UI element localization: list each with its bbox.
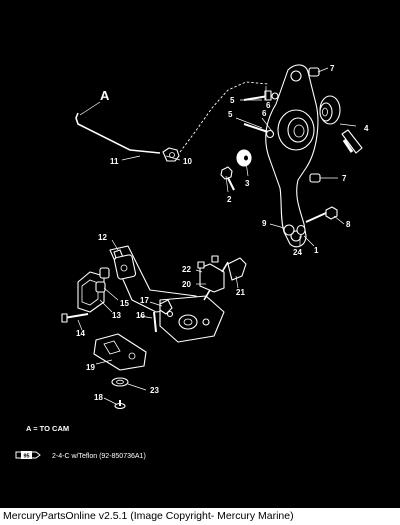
callout-23: 23 xyxy=(150,386,159,395)
parts-diagram: A 7 5 6 5 6 4 3 2 7 8 9 24 1 10 11 12 13… xyxy=(15,64,369,460)
leader-lines xyxy=(77,67,357,405)
copyright-footer: MercuryPartsOnline v2.5.1 (Image Copyrig… xyxy=(0,508,400,525)
callout-5-lower: 5 xyxy=(228,110,233,119)
bracket-part xyxy=(93,333,147,371)
bolt-part xyxy=(220,166,235,191)
callout-6-upper: 6 xyxy=(266,101,271,110)
clamp-part xyxy=(159,299,173,315)
callout-8: 8 xyxy=(346,220,351,229)
screw-part-14 xyxy=(63,313,89,319)
callout-5-upper: 5 xyxy=(230,96,235,105)
callout-21: 21 xyxy=(236,288,245,297)
callout-3: 3 xyxy=(245,179,250,188)
leader-line-A xyxy=(79,101,101,116)
callout-17: 17 xyxy=(140,296,149,305)
callout-1: 1 xyxy=(314,246,319,255)
callout-A: A xyxy=(100,88,110,103)
callout-2: 2 xyxy=(227,195,232,204)
callout-20: 20 xyxy=(182,280,191,289)
callout-19: 19 xyxy=(86,363,95,372)
switch-part xyxy=(197,255,229,301)
spacer-part-lower xyxy=(309,173,321,183)
screw-part-18 xyxy=(114,400,126,410)
callout-12: 12 xyxy=(98,233,107,242)
lower-bracket xyxy=(109,245,203,313)
lower-lever-hardware xyxy=(283,206,338,236)
callout-15: 15 xyxy=(120,299,129,308)
spacer-part-upper xyxy=(308,67,320,77)
cam-note: A = TO CAM xyxy=(26,424,69,433)
callout-24: 24 xyxy=(293,248,302,257)
main-housing xyxy=(159,295,225,343)
callout-10: 10 xyxy=(183,157,192,166)
callout-11: 11 xyxy=(110,157,119,166)
lubricant-text: 2-4-C w/Teflon (92-850736A1) xyxy=(52,453,146,460)
clip-part xyxy=(227,257,247,281)
linkage-parts xyxy=(77,267,110,313)
rod-path-dashed xyxy=(179,81,269,153)
callout-14: 14 xyxy=(76,329,85,338)
callout-6-lower: 6 xyxy=(262,109,267,118)
lubricant-badge: 95 xyxy=(23,454,29,460)
rod-connector-part xyxy=(162,147,180,162)
callout-16: 16 xyxy=(136,311,145,320)
screw-part-16 xyxy=(153,311,157,333)
callout-18: 18 xyxy=(94,393,103,402)
callout-4: 4 xyxy=(364,124,369,133)
callout-22: 22 xyxy=(182,265,191,274)
callout-13: 13 xyxy=(112,311,121,320)
callout-7-upper: 7 xyxy=(330,64,335,73)
lubricant-legend: 95 2-4-C w/Teflon (92-850736A1) xyxy=(15,451,146,460)
callout-9: 9 xyxy=(262,219,267,228)
screws-upper xyxy=(243,90,279,139)
grease-tube-icon xyxy=(341,129,363,154)
link-rod-assembly xyxy=(75,81,269,162)
roller-part xyxy=(319,95,341,125)
throttle-lever xyxy=(265,64,319,248)
washer-part-23 xyxy=(111,377,129,387)
callout-7-lower: 7 xyxy=(342,174,347,183)
